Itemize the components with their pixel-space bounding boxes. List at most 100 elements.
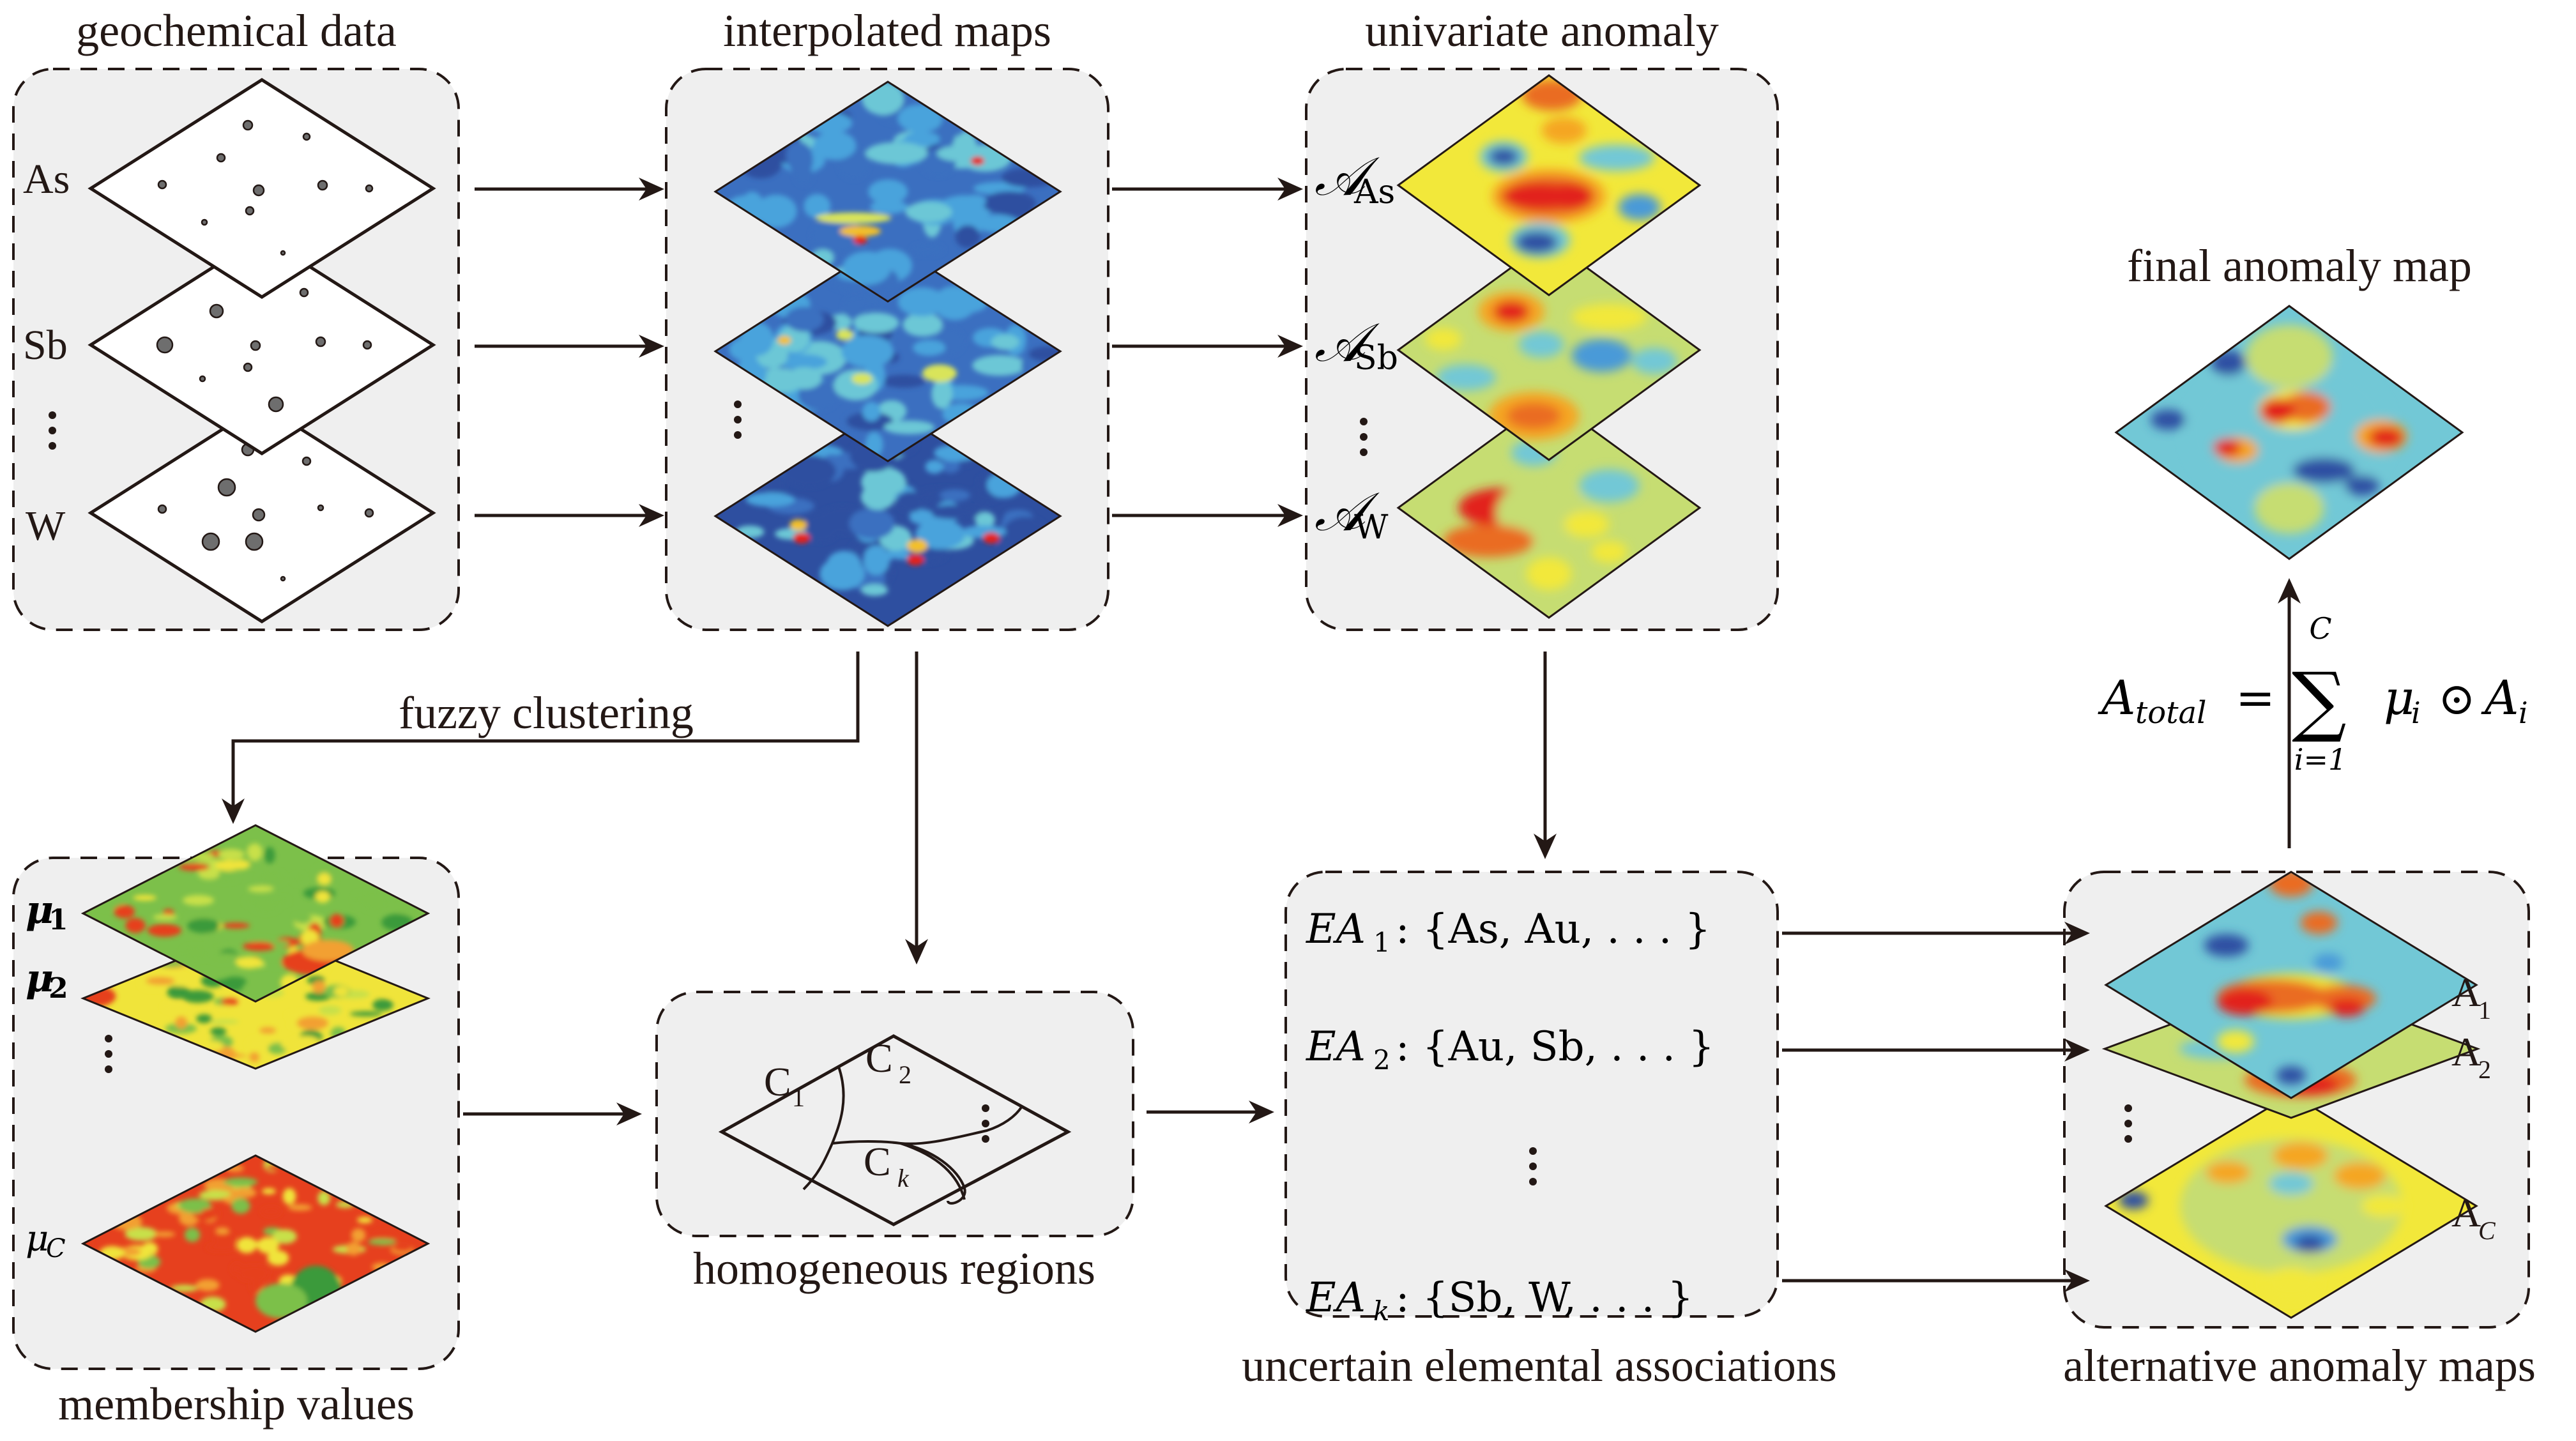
map-outline — [1396, 239, 1702, 461]
arrowhead-icon — [222, 798, 245, 824]
sample-point — [299, 287, 309, 298]
svg-text:A: A — [2481, 671, 2519, 726]
sample-point — [252, 508, 266, 522]
svg-text:Sb: Sb — [1354, 339, 1398, 377]
sample-point — [302, 132, 311, 141]
sample-point — [280, 250, 286, 256]
svg-text:C: C — [864, 1139, 891, 1184]
membership-layers — [80, 824, 431, 1333]
svg-text:W: W — [1354, 508, 1389, 547]
svg-text:i=1: i=1 — [2294, 742, 2347, 777]
svg-text:k: k — [897, 1164, 910, 1193]
svg-text:2: 2 — [49, 972, 68, 1005]
univariate-anomaly-layers — [1396, 74, 1702, 619]
region-boundary — [900, 1142, 966, 1205]
point-data-layer — [88, 234, 436, 455]
layer-label-w: W — [26, 503, 66, 549]
svg-text:1: 1 — [792, 1083, 805, 1112]
region-label-c1: C 1 — [764, 1059, 805, 1112]
sample-point — [216, 153, 226, 163]
region-label-ck: C k — [864, 1139, 910, 1193]
svg-text:total: total — [2135, 695, 2206, 731]
homogeneous-regions-title: homogeneous regions — [693, 1243, 1095, 1294]
map-outline — [80, 1154, 431, 1333]
vertical-ellipsis-icon — [49, 411, 56, 450]
membership-label-2: μ 2 — [26, 956, 68, 1005]
sample-point — [317, 179, 328, 191]
svg-text:EA: EA — [1306, 906, 1366, 953]
interpolated-map-layer — [713, 240, 1062, 462]
map-outline — [713, 240, 1062, 462]
svg-text:1: 1 — [1373, 927, 1391, 958]
univariate-anomaly-layer — [1396, 239, 1702, 461]
svg-text:A: A — [2451, 970, 2481, 1015]
geochemical-data-title: geochemical data — [76, 5, 397, 56]
sample-point — [315, 336, 326, 347]
svg-text:C: C — [764, 1059, 791, 1104]
sample-point — [280, 576, 286, 582]
svg-text:μ: μ — [2384, 671, 2414, 726]
svg-text:2: 2 — [899, 1060, 911, 1089]
svg-text:=: = — [2236, 671, 2275, 726]
arrowhead-icon — [2064, 1269, 2090, 1292]
svg-text:A: A — [2451, 1190, 2481, 1235]
membership-label-c: μ C — [26, 1218, 66, 1263]
svg-text:k: k — [1373, 1295, 1389, 1327]
arrowhead-icon — [2064, 922, 2090, 945]
vertical-ellipsis-icon — [105, 1035, 112, 1073]
map-outline — [713, 405, 1062, 627]
region-diamond — [718, 1034, 1072, 1226]
svg-text:A: A — [2451, 1029, 2481, 1074]
univariate-anomaly-title: univariate anomaly — [1365, 5, 1719, 56]
interpolated-map-layers — [713, 80, 1062, 627]
fuzzy-clustering-label: fuzzy clustering — [399, 687, 694, 738]
membership-layer — [80, 1154, 431, 1333]
map-outline — [713, 80, 1062, 303]
sample-point — [268, 396, 284, 413]
vertical-ellipsis-icon — [734, 400, 742, 439]
sample-point — [317, 504, 324, 512]
univariate-anomaly-layer — [1396, 74, 1702, 296]
map-outline — [2104, 871, 2478, 1099]
svg-text:2: 2 — [1373, 1044, 1391, 1076]
alt-label-ac: A C — [2451, 1190, 2496, 1245]
sample-point — [245, 206, 255, 216]
geochemical-layers — [88, 78, 436, 623]
sample-point — [365, 184, 374, 193]
elemental-associations-box — [1284, 871, 1779, 1318]
point-data-layer — [88, 78, 436, 299]
sample-point — [201, 532, 220, 551]
svg-text:: {Au, Sb, . . . }: : {Au, Sb, . . . } — [1396, 1023, 1714, 1071]
region-label-c2: C 2 — [865, 1035, 911, 1089]
vertical-ellipsis-icon — [1360, 418, 1368, 456]
vertical-ellipsis-icon — [2124, 1104, 2132, 1143]
arrowhead-icon — [1277, 504, 1303, 527]
vertical-ellipsis-icon — [982, 1104, 989, 1143]
membership-label-1: μ 1 — [26, 888, 68, 936]
arrowhead-icon — [1277, 178, 1303, 201]
arrowhead-icon — [2064, 1039, 2090, 1062]
svg-text:μ: μ — [26, 956, 54, 1001]
svg-text:i: i — [2411, 696, 2421, 730]
final-anomaly-map-title: final anomaly map — [2127, 240, 2472, 291]
homogeneous-regions-box — [655, 991, 1134, 1237]
arrowhead-icon — [639, 504, 664, 527]
flow-arrows — [222, 178, 2301, 1292]
sample-point — [242, 119, 254, 131]
svg-text:μ: μ — [26, 888, 54, 933]
arrow-fuzzy-clustering — [231, 652, 860, 811]
sample-point — [201, 218, 208, 226]
map-outline — [2101, 979, 2481, 1119]
svg-text:As: As — [1353, 173, 1395, 211]
sample-point — [217, 478, 236, 497]
sample-point — [250, 340, 261, 351]
svg-text:C: C — [2309, 611, 2331, 646]
svg-text:C: C — [2478, 1216, 2496, 1245]
svg-text:C: C — [46, 1234, 66, 1263]
svg-text:2: 2 — [2478, 1055, 2491, 1084]
svg-text:C: C — [865, 1035, 893, 1081]
interpolated-maps-title: interpolated maps — [723, 5, 1051, 56]
svg-text:⊙: ⊙ — [2438, 673, 2476, 725]
sample-point — [252, 184, 265, 197]
